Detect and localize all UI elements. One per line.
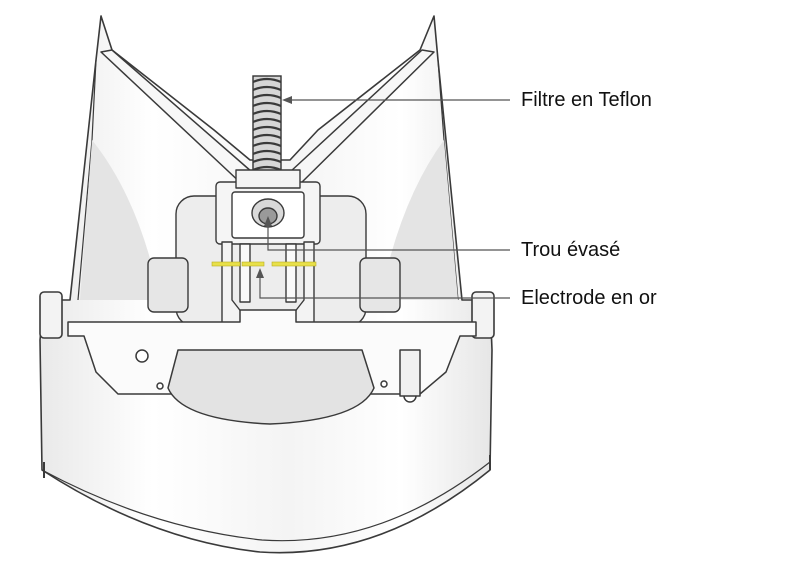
housing-tab-right bbox=[471, 291, 495, 339]
gold-electrode-left bbox=[211, 261, 241, 267]
gold-electrode-mid bbox=[241, 261, 265, 267]
housing-shade-right bbox=[380, 140, 458, 300]
base-plate bbox=[67, 309, 477, 425]
teflon-filter-threads bbox=[252, 77, 282, 172]
gold-electrodes bbox=[211, 261, 317, 267]
leader-electrode bbox=[259, 274, 510, 299]
base-cutout bbox=[167, 349, 375, 425]
electrode-stem-left bbox=[239, 243, 251, 303]
teflon-filter bbox=[252, 75, 282, 177]
housing-shade-left bbox=[80, 140, 160, 300]
label-flared-hole: Trou évasé bbox=[521, 239, 621, 261]
label-teflon-filter: Filtre en Teflon bbox=[521, 89, 652, 111]
gold-electrode-right bbox=[271, 261, 317, 267]
base-hole-right-small bbox=[380, 380, 388, 388]
leader-filter-arrow bbox=[282, 96, 292, 104]
leader-hole-arrow bbox=[264, 216, 272, 226]
base-post-right bbox=[399, 349, 421, 397]
label-gold-electrode: Electrode en or bbox=[521, 287, 657, 309]
electrode-stem-right bbox=[285, 243, 297, 303]
mount-side-block-right bbox=[359, 257, 401, 313]
housing-tab-left bbox=[39, 291, 63, 339]
mount-side-block-left bbox=[147, 257, 189, 313]
leader-hole bbox=[267, 222, 510, 251]
base-hole-left bbox=[135, 349, 149, 363]
leader-electrode-arrow bbox=[256, 268, 264, 278]
base-hole-left-small bbox=[156, 382, 164, 390]
filter-holder-arms bbox=[100, 49, 435, 187]
leader-lines bbox=[256, 96, 510, 299]
mount-collar bbox=[235, 169, 301, 189]
housing-bottom-rim bbox=[41, 461, 491, 542]
